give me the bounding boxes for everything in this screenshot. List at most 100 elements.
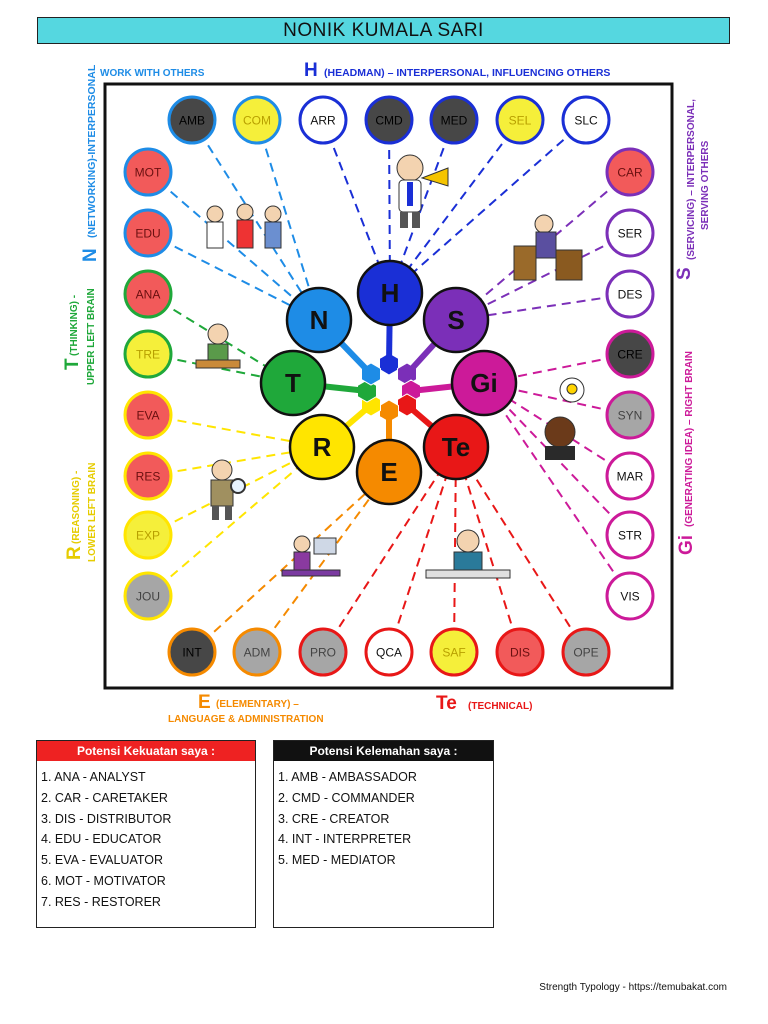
node-label: CMD (375, 114, 403, 128)
node-label: SYN (618, 409, 643, 423)
node-label: MAR (617, 470, 644, 484)
strength-item: 6. MOT - MOTIVATOR (41, 873, 166, 888)
node-syn: SYN (605, 390, 655, 440)
hub-letter: Gi (470, 368, 497, 398)
node-label: JOU (136, 590, 160, 604)
strength-item: 4. EDU - EDUCATOR (41, 832, 162, 847)
svg-text:SERVING OTHERS: SERVING OTHERS (700, 140, 711, 230)
hub-h: H (356, 259, 424, 327)
node-saf: SAF (429, 627, 479, 677)
node-pro: PRO (298, 627, 348, 677)
label-H: H (HEADMAN) – INTERPERSONAL, INFLUENCING… (304, 60, 610, 81)
node-jou: JOU (123, 571, 173, 621)
node-label: DES (618, 288, 643, 302)
hub-letter: T (285, 368, 301, 398)
thinking-student-icon (195, 323, 241, 369)
reasoning-detective-icon (210, 459, 246, 520)
strength-item: 2. CAR - CARETAKER (41, 790, 168, 805)
node-res: RES (123, 451, 173, 501)
svg-text:Te: Te (436, 693, 457, 714)
node-label: MOT (135, 166, 162, 180)
label-Te: Te (TECHNICAL) (436, 693, 532, 714)
svg-text:H: H (304, 60, 318, 81)
strengths-panel: Potensi Kekuatan saya : 1. ANA - ANALYST… (36, 740, 256, 928)
connector-line (388, 446, 457, 653)
strength-item: 5. EVA - EVALUATOR (41, 853, 164, 868)
weakness-item: 1. AMB - AMBASSADOR (278, 770, 417, 784)
node-int: INT (167, 627, 217, 677)
svg-text:(TECHNICAL): (TECHNICAL) (468, 701, 532, 712)
hub-letter: S (447, 305, 464, 335)
svg-text:LOWER LEFT BRAIN: LOWER LEFT BRAIN (87, 463, 98, 562)
connector-line (455, 446, 521, 653)
strengths-title: Potensi Kekuatan saya : (37, 741, 255, 761)
connector-line (191, 119, 320, 321)
connector-line (256, 471, 390, 653)
node-edu: EDU (123, 208, 173, 258)
connector-line (147, 446, 323, 597)
node-cre: CRE (605, 329, 655, 379)
svg-text:(REASONING) -: (REASONING) - (71, 471, 82, 544)
connector-line (389, 119, 521, 294)
node-mar: MAR (605, 451, 655, 501)
svg-text:N: N (80, 248, 101, 262)
node-label: SEL (509, 114, 532, 128)
node-ope: OPE (561, 627, 611, 677)
connector-line (453, 446, 457, 653)
strength-item: 7. RES - RESTORER (41, 894, 161, 909)
weakness-item: 4. INT - INTERPRETER (278, 832, 412, 847)
node-label: SLC (574, 114, 598, 128)
connector-line (147, 232, 320, 321)
hub-gi: Gi (450, 349, 518, 417)
idea-man-icon (544, 377, 585, 460)
node-label: AMB (179, 114, 205, 128)
label-Gi: Gi (GENERATING IDEA) – RIGHT BRAIN (676, 351, 697, 555)
svg-text:WORK WITH OTHERS: WORK WITH OTHERS (100, 68, 205, 79)
weaknesses-panel: Potensi Kelemahan saya : 1. AMB - AMBASS… (273, 740, 494, 928)
connector-line (389, 119, 587, 294)
node-label: DIS (510, 646, 530, 660)
footer-credit: Strength Typology - https://temubakat.co… (539, 982, 727, 993)
weakness-item: 2. CMD - COMMANDER (278, 790, 415, 805)
node-label: COM (243, 114, 271, 128)
weakness-item: 5. MED - MEDIATOR (278, 853, 396, 868)
node-label: OPE (573, 646, 598, 660)
node-vis: VIS (605, 571, 655, 621)
node-label: ANA (136, 288, 161, 302)
connector-line (322, 446, 457, 653)
node-ser: SER (605, 208, 655, 258)
svg-text:(GENERATING IDEA) – RIGHT BRAI: (GENERATING IDEA) – RIGHT BRAIN (684, 351, 695, 527)
node-adm: ADM (232, 627, 282, 677)
svg-text:(SERVICING) – INTERPERSONAL,: (SERVICING) – INTERPERSONAL, (686, 99, 697, 260)
svg-text:S: S (674, 267, 695, 280)
node-label: PRO (310, 646, 336, 660)
node-label: TRE (136, 348, 160, 362)
node-label: RES (136, 470, 161, 484)
hub-s: S (422, 286, 490, 354)
node-label: EXP (136, 529, 160, 543)
node-str: STR (605, 510, 655, 560)
connector-line (256, 119, 320, 321)
connector-line (147, 171, 320, 321)
servicing-porter-icon (513, 214, 583, 281)
node-label: CRE (617, 348, 642, 362)
node-car: CAR (605, 147, 655, 197)
hub-letter: R (313, 432, 332, 462)
hub-e: E (355, 438, 423, 506)
node-label: EDU (135, 227, 160, 241)
node-label: ARR (310, 114, 336, 128)
weaknesses-title: Potensi Kelemahan saya : (274, 741, 493, 761)
label-T: T (THINKING) - UPPER LEFT BRAIN (62, 288, 97, 385)
node-label: CAR (617, 166, 643, 180)
hub-r: R (288, 413, 356, 481)
node-ana: ANA (123, 269, 173, 319)
diagram-frame (103, 82, 674, 690)
svg-text:T: T (62, 358, 83, 370)
node-slc: SLC (561, 95, 611, 145)
node-amb: AMB (167, 95, 217, 145)
strength-item: 3. DIS - DISTRIBUTOR (41, 811, 172, 826)
technical-mechanic-icon (425, 529, 511, 579)
node-des: DES (605, 269, 655, 319)
node-label: VIS (620, 590, 639, 604)
